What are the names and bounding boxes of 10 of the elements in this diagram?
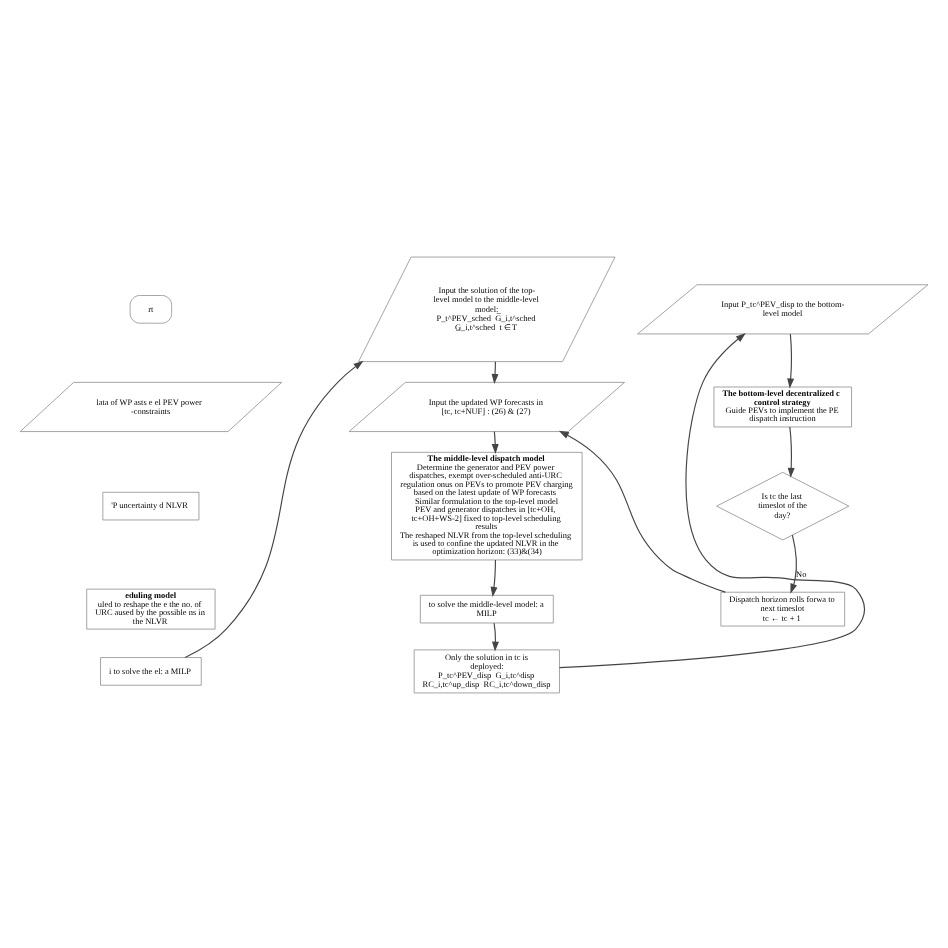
arrow	[558, 429, 726, 592]
arrow	[491, 430, 499, 453]
arrow	[790, 533, 798, 593]
arrow	[491, 360, 499, 383]
arrow	[558, 331, 866, 668]
arrow	[490, 558, 498, 596]
arrow	[787, 425, 795, 477]
arrow	[184, 359, 364, 658]
arrow	[491, 621, 499, 651]
arrow	[787, 332, 795, 388]
